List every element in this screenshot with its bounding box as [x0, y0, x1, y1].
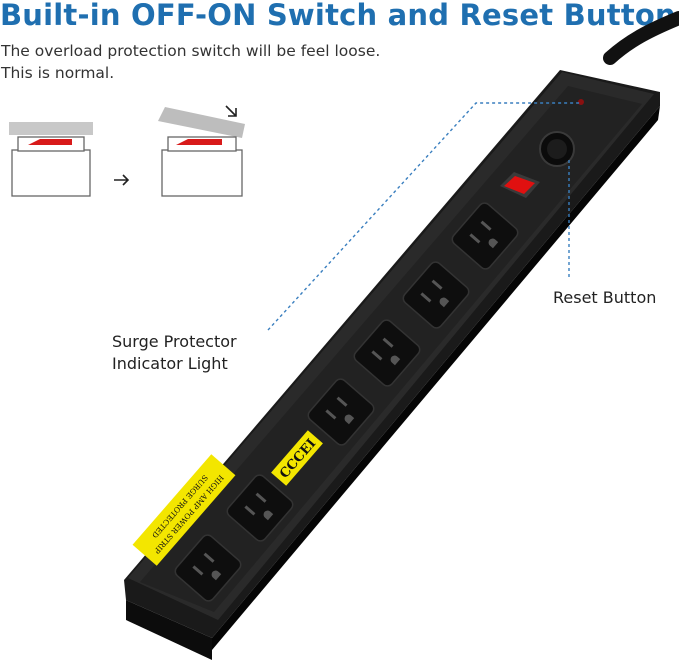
power-cord [603, 11, 679, 65]
outlet-3 [353, 319, 421, 387]
arrow-right-icon [114, 174, 130, 186]
indicator-label-line-1: Surge Protector [112, 332, 237, 351]
reset-button-label: Reset Button [553, 288, 657, 307]
outlet-5 [226, 474, 294, 542]
outlet-2 [402, 261, 470, 329]
indicator-label-line-2: Indicator Light [112, 354, 228, 373]
outlet-4 [307, 378, 375, 446]
note-line-2: This is normal. [1, 64, 115, 82]
arrow-down-right-icon [225, 105, 237, 117]
indicator-callout-line [267, 102, 580, 331]
indicator-light [578, 99, 584, 105]
outlets [174, 202, 519, 602]
power-switch [500, 172, 540, 198]
outlet-6 [174, 534, 242, 602]
note-line-1: The overload protection switch will be f… [1, 42, 381, 60]
reset-button [539, 131, 575, 167]
page-title: Built-in OFF-ON Switch and Reset Button [0, 0, 676, 32]
switch-on-diagram [158, 107, 245, 197]
switch-off-diagram [9, 122, 93, 197]
outlet-1 [451, 202, 519, 270]
